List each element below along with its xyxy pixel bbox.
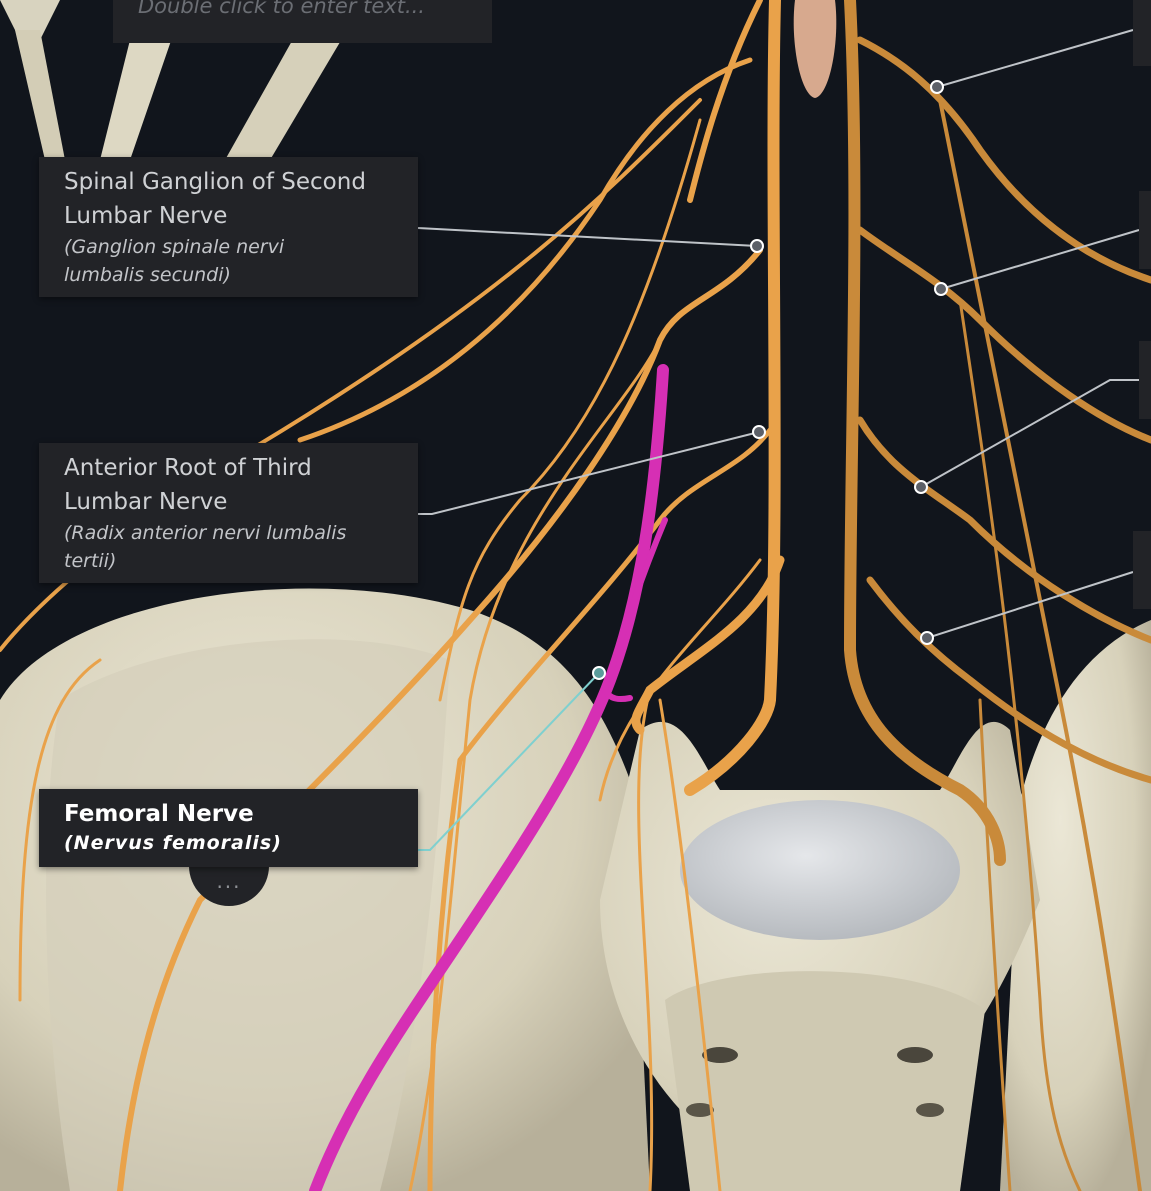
label-tab-right[interactable] <box>1133 0 1151 66</box>
label-latin: tertii) <box>64 550 117 572</box>
lumbar-plexus-nerves[interactable] <box>0 0 785 1191</box>
right-lumbar-nerves[interactable] <box>843 0 1151 1191</box>
ellipsis-icon: ... <box>216 869 242 893</box>
label-title: Femoral Nerve <box>64 801 254 827</box>
text-note[interactable]: Double click to enter text... <box>113 0 492 43</box>
leader-lines <box>417 29 1140 639</box>
lumbar-vertebra[interactable] <box>600 721 1040 1191</box>
label-tab-right[interactable] <box>1133 531 1151 609</box>
label-spinal-ganglion-l2[interactable]: Spinal Ganglion of Second Lumbar Nerve (… <box>39 157 418 297</box>
intervertebral-disc <box>680 800 960 940</box>
label-latin: (Radix anterior nervi lumbalis <box>64 522 347 544</box>
label-title: Spinal Ganglion of Second <box>64 169 366 195</box>
femoral-nerve[interactable] <box>309 364 669 1191</box>
label-anterior-root-l3[interactable]: Anterior Root of Third Lumbar Nerve (Rad… <box>39 443 418 583</box>
label-tab-right[interactable] <box>1139 341 1151 419</box>
pin-icon[interactable] <box>750 80 948 645</box>
label-femoral-nerve[interactable]: Femoral Nerve (Nervus femoralis) <box>39 789 418 867</box>
label-title: Anterior Root of Third <box>64 455 312 481</box>
label-latin: (Ganglion spinale nervi <box>64 236 285 258</box>
femoral-pin-icon[interactable] <box>592 666 606 680</box>
spinal-cord[interactable] <box>793 0 837 98</box>
label-title: Lumbar Nerve <box>64 489 228 515</box>
pelvis-bone[interactable] <box>0 588 1151 1191</box>
label-tab-right[interactable] <box>1139 191 1151 269</box>
label-title: Lumbar Nerve <box>64 203 228 229</box>
femoral-leader-line <box>418 672 600 851</box>
label-latin: (Nervus femoralis) <box>64 832 282 854</box>
label-latin: lumbalis secundi) <box>64 264 231 286</box>
text-note-placeholder: Double click to enter text... <box>138 0 425 18</box>
